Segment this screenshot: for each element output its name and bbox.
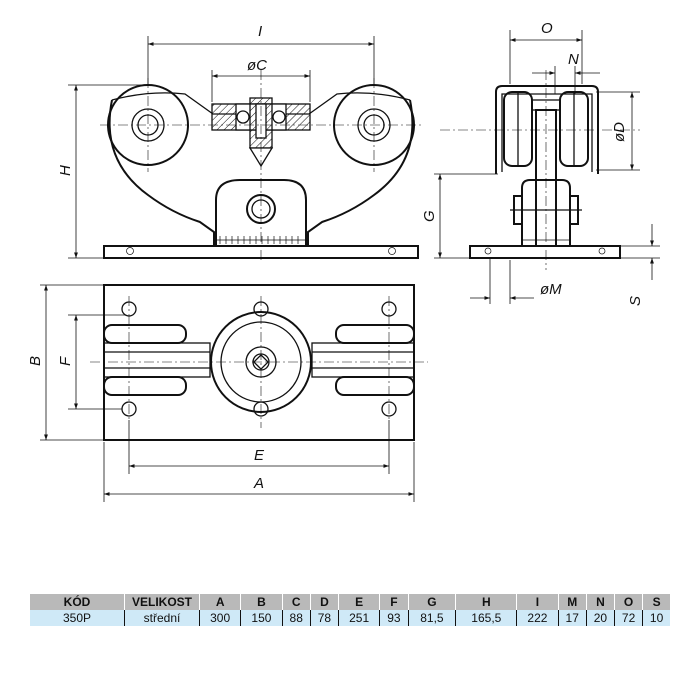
cell-i: 222 <box>516 610 559 626</box>
cell-h: 165,5 <box>455 610 518 626</box>
label-b: B <box>27 356 44 366</box>
top-dimensions <box>40 284 415 502</box>
header-kod: KÓD <box>30 594 125 610</box>
header-g: G <box>408 594 457 610</box>
label-h: H <box>57 165 74 176</box>
header-c: C <box>282 594 311 610</box>
header-m: M <box>558 594 587 610</box>
cell-d: 78 <box>310 610 340 626</box>
cell-b: 150 <box>240 610 283 626</box>
header-o: O <box>614 594 644 610</box>
cell-n: 20 <box>586 610 616 626</box>
cell-m: 17 <box>558 610 587 626</box>
cell-o: 72 <box>614 610 644 626</box>
header-f: F <box>379 594 409 610</box>
cell-g: 81,5 <box>408 610 457 626</box>
top-view <box>90 284 428 441</box>
label-i: I <box>258 23 262 40</box>
header-e: E <box>338 594 381 610</box>
label-o: O <box>541 20 553 37</box>
side-view <box>440 70 640 270</box>
header-i: I <box>516 594 559 610</box>
label-c: øC <box>247 57 267 74</box>
header-b: B <box>240 594 283 610</box>
cell-a: 300 <box>199 610 242 626</box>
front-dimensions <box>68 36 375 259</box>
header-h: H <box>455 594 518 610</box>
cell-s: 10 <box>642 610 670 626</box>
label-s: S <box>627 296 644 306</box>
cell-e: 251 <box>338 610 381 626</box>
label-f: F <box>57 356 74 366</box>
label-g: G <box>421 210 438 222</box>
cell-c: 88 <box>282 610 311 626</box>
label-n: N <box>568 51 579 68</box>
header-a: A <box>199 594 242 610</box>
label-m: øM <box>540 281 562 298</box>
spec-table-header: KÓD VELIKOST A B C D E F G H I M N O S <box>30 594 670 610</box>
front-view <box>100 70 422 262</box>
header-n: N <box>586 594 616 610</box>
label-e: E <box>254 447 265 464</box>
header-velikost: VELIKOST <box>124 594 200 610</box>
table-row: 350P střední 300 150 88 78 251 93 81,5 1… <box>30 610 670 626</box>
cell-kod: 350P <box>30 610 125 626</box>
spec-table: KÓD VELIKOST A B C D E F G H I M N O S 3… <box>30 594 670 626</box>
cell-f: 93 <box>379 610 409 626</box>
side-dimensions <box>434 30 660 304</box>
label-d: øD <box>611 122 628 142</box>
label-a: A <box>253 475 264 492</box>
header-d: D <box>310 594 340 610</box>
cell-velikost: střední <box>124 610 200 626</box>
header-s: S <box>642 594 670 610</box>
